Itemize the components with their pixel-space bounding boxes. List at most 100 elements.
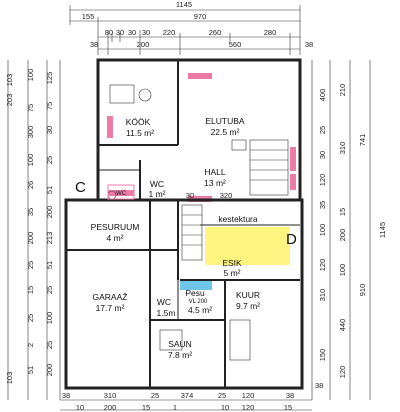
dim-left-8: 30 [45,126,54,134]
dim-right-120: 120 [318,174,327,187]
dim-left-3: 100 [26,69,35,82]
dim-right-910: 910 [358,284,367,297]
room-area-esik: 5 m² [224,268,241,278]
dim-bottom-38b: 38 [286,391,294,400]
dim-left-11: 26 [26,181,35,189]
dim-top-38a: 38 [90,40,98,49]
dim-bottom2-5: 10 [221,403,229,412]
dim-right-15: 15 [338,208,347,216]
room-area-hall: 13 m² [204,178,226,188]
room-area-elutuba: 22.5 m² [211,127,240,137]
dim-inner-320: 320 [220,191,233,200]
dim-bottom2-6: 120 [242,403,255,412]
dim-right-310b: 310 [318,289,327,302]
dim-right-440: 440 [338,319,347,332]
dim-right-200: 200 [338,229,347,242]
dim-bottom-374: 374 [181,391,194,400]
dim-top-155: 155 [82,12,95,21]
dim-left-15: 200 [26,232,35,245]
room-name-kestektura: kestektura [218,214,257,224]
dim-left-4: 75 [26,104,35,112]
kestektura-highlight [205,227,290,265]
dim-right-120c: 120 [338,366,347,379]
dim-left-1: 103 [5,74,14,87]
dim-top-30b: 30 [128,28,136,37]
room-name-wc1: WC [150,179,164,189]
wc-highlight-box [107,184,135,200]
room-name-wc3: WC [157,297,171,307]
dim-right-150: 150 [318,349,327,362]
dim-left-23: 2 [26,343,35,347]
dim-bottom-25b: 25 [218,391,226,400]
dim-right-741: 741 [358,134,367,147]
room-name-pesuruum: PESURUUM [91,222,140,232]
dim-top-260: 260 [209,28,222,37]
dim-left-24: 25 [45,341,54,349]
stairs [181,139,289,261]
dim-left-26: 200 [45,364,54,377]
dim-left-13: 35 [26,208,35,216]
room-name-wc2: WC [116,191,127,197]
dim-top-30a: 30 [116,28,124,37]
dim-bottom2-3: 15 [142,403,150,412]
room-name-garaaz: GARAAŽ [93,292,128,302]
room-name-kuur: KUUR [236,290,260,300]
dim-left-7: 75 [45,102,54,110]
room-area-wc1: 1 m² [149,189,166,199]
label-c: C [75,179,86,196]
dim-left-14: 200 [45,206,54,219]
dim-right-30: 30 [318,151,327,159]
room-area-saun: 7.8 m² [168,350,192,360]
dim-right-310: 310 [338,142,347,155]
right-dimensions [311,60,371,400]
dim-left-20: 25 [45,286,54,294]
room-area-kook: 11.5 m² [126,128,154,138]
dim-top-970: 970 [194,12,207,21]
dim-top-200: 200 [137,40,150,49]
dim-inner-30: 30 [186,191,194,200]
top-dimensions [69,5,301,55]
dim-left-19: 15 [26,286,35,294]
dim-left-22: 100 [45,312,54,325]
dim-left-27: 103 [5,372,14,385]
dim-right-100: 100 [318,224,327,237]
dim-right-25: 25 [318,126,327,134]
room-name-saun: SAUN [168,339,192,349]
room-name-elutuba: ELUTUBA [205,116,245,126]
dim-right-1145: 1145 [378,222,387,238]
dim-bottom-38a: 38 [62,391,70,400]
dim-bottom2-4: 1 [173,403,177,412]
dim-bottom-120: 120 [242,391,255,400]
dim-top-560: 560 [229,40,242,49]
dim-left-25: 51 [26,366,35,374]
dim-right-400: 400 [318,89,327,102]
room-area-pesuruum: 4 m² [107,233,124,243]
room-sub-pesu2: VL 200 [189,299,208,305]
dim-left-12: 51 [45,186,54,194]
dim-bottom2-2: 200 [104,403,117,412]
room-name-hall: HALL [204,167,226,177]
fixtures [107,84,251,361]
room-area-pesu2: 4.5 m² [188,305,212,315]
dim-left-5: 300 [26,126,35,139]
dim-left-21: 25 [26,314,35,322]
dim-left-6: 125 [45,72,54,85]
room-area-garaaz: 17.7 m² [96,303,125,313]
dim-total-top: 1145 [176,0,192,9]
dim-top-80: 80 [105,28,113,37]
room-area-kuur: 9.7 m² [236,301,260,311]
label-d: D [286,231,297,248]
walls [64,58,304,390]
dim-top-280: 280 [264,28,277,37]
room-name-esik: ESIK [222,258,242,268]
dim-left-16: 213 [45,232,54,245]
dim-bottom2-1: 10 [76,403,84,412]
left-dimensions [7,60,61,400]
bottom-dimensions [60,399,312,411]
dim-left-2: 203 [5,94,14,107]
dim-top-38b: 38 [305,40,313,49]
dim-bottom-310: 310 [104,391,117,400]
dim-left-18: 51 [45,261,54,269]
dim-right-210: 210 [338,84,347,97]
